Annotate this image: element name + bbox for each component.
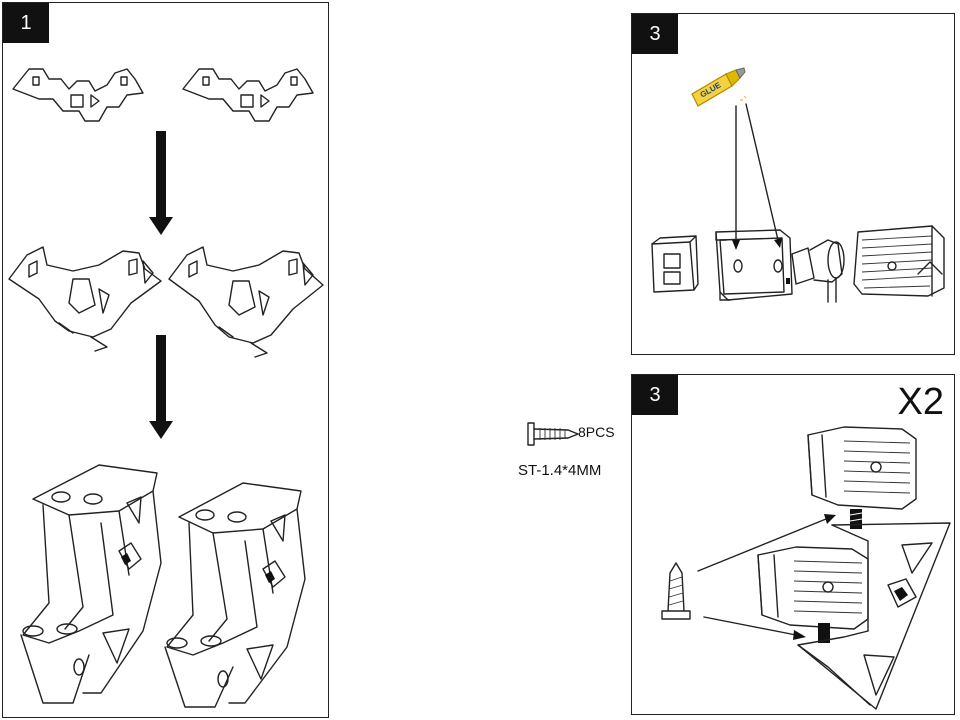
- step-3-mount-badge: 3: [632, 375, 678, 415]
- flat-bracket-left: [12, 68, 144, 122]
- lower-mount-screw: [818, 623, 830, 643]
- step-3-mount-panel: 3 X2: [631, 374, 955, 715]
- quantity-multiplier: X2: [897, 381, 944, 423]
- screw-pointer-arrows: [697, 514, 836, 640]
- screw-icon: [527, 422, 579, 446]
- screw-size: ST-1.4*4MM: [518, 462, 602, 479]
- lower-light-module: [757, 546, 869, 630]
- glue-tube-icon: GLUE: [691, 67, 747, 107]
- step-3-mount-illustration: [661, 426, 951, 710]
- loose-screw-icon: [661, 562, 691, 620]
- screw-spec: 8PCS ST-1.4*4MM: [516, 418, 626, 488]
- assembled-bracket-left: [20, 464, 162, 704]
- triangle-bracket: [797, 522, 951, 710]
- upper-mount-screw: [849, 509, 863, 529]
- cable-plug: [791, 239, 845, 303]
- wire-connector: [651, 235, 699, 293]
- step-3-glue-panel: 3 GLUE: [631, 13, 955, 355]
- step-1-badge: 1: [3, 3, 49, 43]
- half-folded-bracket-left: [8, 246, 162, 352]
- flat-bracket-right: [182, 68, 314, 122]
- screw-quantity: 8PCS: [578, 424, 615, 440]
- light-module: [853, 225, 945, 297]
- step-1-illustration: [8, 68, 324, 708]
- step-3-glue-illustration: GLUE: [651, 67, 945, 303]
- glue-guide-arrows: [732, 103, 782, 250]
- half-folded-bracket-right: [168, 246, 324, 358]
- down-arrow-2: [149, 335, 173, 439]
- step-1-panel: 1: [2, 2, 329, 718]
- assembled-bracket-right: [164, 482, 306, 708]
- step-3-badge: 3: [632, 14, 678, 54]
- light-housing-frame: [715, 229, 793, 301]
- down-arrow-1: [149, 131, 173, 235]
- upper-light-module: [807, 426, 917, 510]
